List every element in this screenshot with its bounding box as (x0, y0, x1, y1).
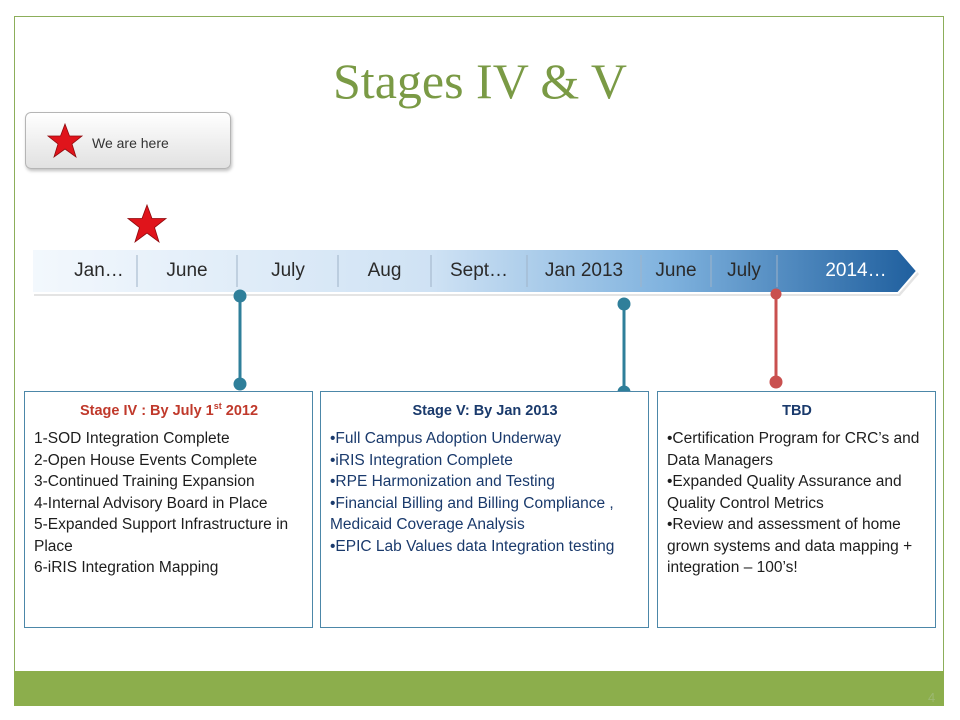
connector-stage-5 (617, 297, 631, 399)
timeline-month-june-2013: June (655, 260, 697, 281)
tbd-item-1: •Certification Program for CRC’s and Dat… (667, 430, 920, 469)
timeline-month-jan-2013: Jan 2013 (544, 260, 624, 281)
timeline-month-july: July (271, 260, 305, 281)
stage-4-item-5: 5-Expanded Support Infrastructure in Pla… (34, 516, 289, 555)
stage-4-item-4: 4-Internal Advisory Board in Place (34, 494, 268, 512)
timeline-separators (136, 255, 778, 287)
stage-5-heading: Stage V: By Jan 2013 (412, 403, 558, 419)
page-number: 4 (928, 690, 936, 705)
timeline-month-aug: Aug (367, 260, 402, 281)
footer-band (14, 671, 944, 706)
timeline-month-june: June (166, 260, 208, 281)
timeline-arrow (31, 248, 919, 296)
legend-box: We are here (25, 112, 231, 169)
legend-label: We are here (92, 135, 169, 151)
slide-title: Stages IV & V (333, 53, 627, 109)
stage-5-item-5: •EPIC Lab Values data Integration testin… (330, 537, 615, 555)
red-star-icon (126, 204, 168, 244)
stage-4-item-3: 3-Continued Training Expansion (34, 473, 255, 490)
stage-5-item-1: •Full Campus Adoption Underway (330, 430, 562, 447)
stage-5-item-2: •iRIS Integration Complete (330, 451, 513, 469)
timeline-month-2014: 2014… (825, 260, 887, 281)
stage-5-box: Stage V: By Jan 2013 •Full Campus Adopti… (320, 391, 649, 628)
stage-4-item-2: 2-Open House Events Complete (34, 451, 258, 469)
tbd-box: TBD •Certification Program for CRC’s and… (657, 391, 936, 628)
stage-4-box: Stage IV : By July 1st 2012 1-SOD Integr… (24, 391, 313, 628)
stage-4-item-1: 1-SOD Integration Complete (34, 430, 230, 447)
tbd-item-2: •Expanded Quality Assurance and Quality … (667, 473, 902, 512)
stage-4-item-6: 6-iRIS Integration Mapping (34, 559, 219, 576)
timeline-month-sept: Sept… (449, 260, 509, 281)
timeline-month-jan: Jan… (74, 260, 124, 281)
tbd-heading: TBD (782, 403, 812, 419)
connector-tbd (769, 288, 783, 389)
stage-4-heading: Stage IV : By July 1st 2012 (79, 401, 259, 419)
tbd-item-3: •Review and assessment of home grown sys… (667, 516, 913, 576)
timeline-month-july-2013: July (727, 260, 761, 281)
stage-5-item-4: •Financial Billing and Billing Complianc… (330, 494, 614, 534)
stage-5-item-3: •RPE Harmonization and Testing (330, 473, 555, 490)
connector-stage-4 (233, 289, 247, 391)
red-star-icon (46, 123, 84, 159)
